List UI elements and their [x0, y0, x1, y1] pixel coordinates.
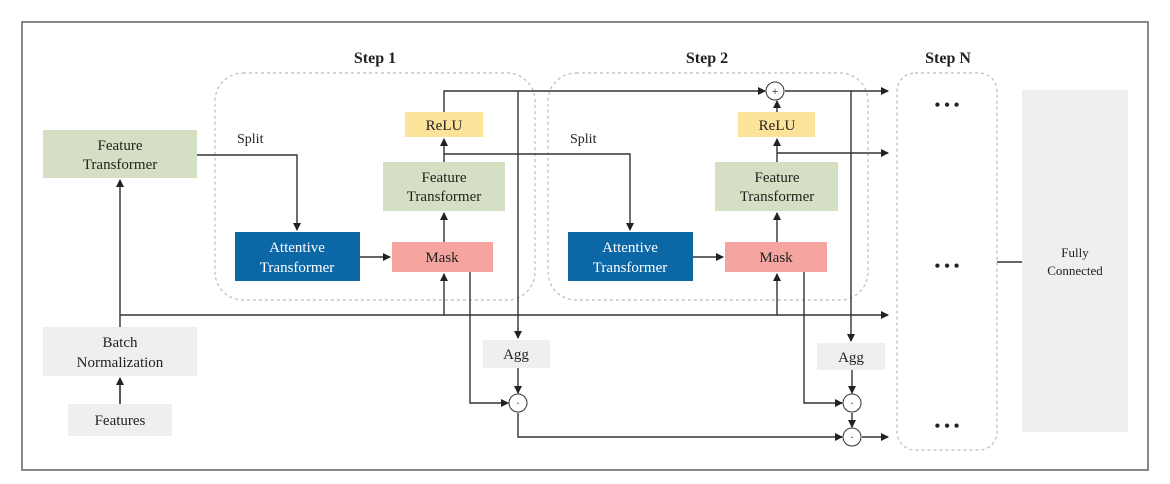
label: Transformer [260, 260, 334, 276]
stepN-title: Step N [925, 50, 971, 67]
relu-1 [405, 112, 483, 137]
agg-2 [817, 343, 885, 370]
relu-2 [738, 112, 815, 137]
label: ReLU [426, 118, 463, 134]
label: Feature [98, 138, 143, 154]
features-input [68, 404, 172, 436]
step1-title: Step 1 [354, 50, 396, 67]
attentive-transformer-2 [568, 232, 693, 281]
label: Batch [103, 335, 138, 351]
label: Transformer [407, 189, 481, 205]
multiply-node-3 [842, 427, 862, 447]
step2-title: Step 2 [686, 50, 728, 67]
label: Normalization [77, 355, 164, 371]
label: Transformer [740, 189, 814, 205]
label: Feature [755, 170, 800, 186]
label: Attentive [269, 240, 325, 256]
label: Mask [759, 250, 793, 266]
label: Fully [1061, 245, 1089, 260]
label: Connected [1047, 263, 1103, 278]
label: Feature [422, 170, 467, 186]
split-label-2: Split [570, 132, 597, 147]
fully-connected [1022, 90, 1128, 432]
batch-normalization [43, 327, 197, 376]
label: ReLU [759, 118, 796, 134]
label: Agg [838, 350, 864, 366]
step2-group [547, 72, 869, 301]
label: Attentive [602, 240, 658, 256]
label: Mask [425, 250, 459, 266]
label: · [850, 396, 854, 410]
agg-1 [483, 340, 550, 368]
mask-1 [392, 242, 493, 272]
connectors [116, 87, 1022, 441]
label: Transformer [83, 157, 157, 173]
attentive-transformer-1 [235, 232, 360, 281]
add-node [765, 81, 785, 101]
stepN-group [896, 72, 998, 451]
ellipsis-middle: • • • [935, 258, 960, 275]
step1-group [214, 72, 536, 301]
label: · [850, 430, 854, 444]
label: + [772, 84, 779, 98]
feature-transformer-1 [383, 162, 505, 211]
ellipsis-top: • • • [935, 97, 960, 114]
mask-2 [725, 242, 827, 272]
multiply-node-2 [842, 393, 862, 413]
label: Features [95, 413, 146, 429]
label: Transformer [593, 260, 667, 276]
feature-transformer-initial [43, 130, 197, 178]
label: · [516, 396, 520, 410]
split-label-1: Split [237, 132, 264, 147]
label: Agg [503, 347, 529, 363]
feature-transformer-2 [715, 162, 838, 211]
multiply-node-1 [508, 393, 528, 413]
ellipsis-bottom: • • • [935, 418, 960, 435]
